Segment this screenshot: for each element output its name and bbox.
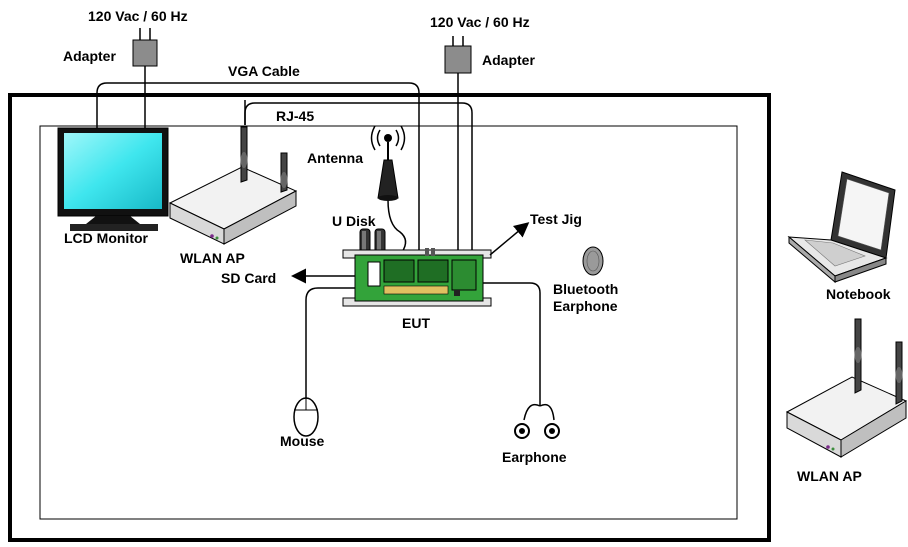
- power-label-right: 120 Vac / 60 Hz: [430, 14, 530, 30]
- wlan-ap-outside-icon: [785, 318, 908, 458]
- antenna-cable: [387, 199, 407, 253]
- wlan-ap-inside-icon: [168, 126, 298, 245]
- bluetooth-earphone-icon: [582, 246, 604, 276]
- test-jig-label: Test Jig: [530, 211, 582, 227]
- bluetooth-label-line2: Earphone: [553, 298, 618, 314]
- earphone-label: Earphone: [502, 449, 567, 465]
- power-label-left: 120 Vac / 60 Hz: [88, 8, 188, 24]
- notebook-icon: [787, 171, 896, 284]
- wlan-ap-outside-label: WLAN AP: [797, 468, 862, 484]
- u-disk-label: U Disk: [332, 213, 376, 229]
- mouse-label: Mouse: [280, 433, 325, 449]
- earphone-icon: [514, 423, 560, 439]
- adapter-label-right: Adapter: [482, 52, 535, 68]
- test-jig-arrow: [489, 222, 530, 256]
- chamber-outer-wall: [8, 93, 771, 542]
- vga-cable-label: VGA Cable: [228, 63, 300, 79]
- adapter-left-icon: [132, 28, 158, 67]
- rj45-cable: [244, 100, 473, 253]
- mouse-cable: [305, 287, 355, 398]
- adapter-right-icon: [444, 36, 472, 74]
- lcd-monitor-icon: [57, 127, 169, 231]
- antenna-icon: [370, 125, 406, 201]
- wlan-ap-inside-label: WLAN AP: [180, 250, 245, 266]
- adapter-label-left: Adapter: [63, 48, 116, 64]
- bluetooth-label-line1: Bluetooth: [553, 281, 618, 297]
- eut-board-icon: [342, 248, 492, 307]
- vga-cable: [96, 82, 420, 252]
- antenna-label: Antenna: [307, 150, 363, 166]
- eut-label: EUT: [402, 315, 430, 331]
- lcd-monitor-label: LCD Monitor: [64, 230, 149, 246]
- earphone-cable: [480, 282, 555, 421]
- rj45-label: RJ-45: [276, 108, 314, 124]
- chamber-inner-wall: [39, 125, 738, 520]
- mouse-icon: [293, 397, 319, 437]
- sd-card-label: SD Card: [221, 270, 276, 286]
- notebook-label: Notebook: [826, 286, 891, 302]
